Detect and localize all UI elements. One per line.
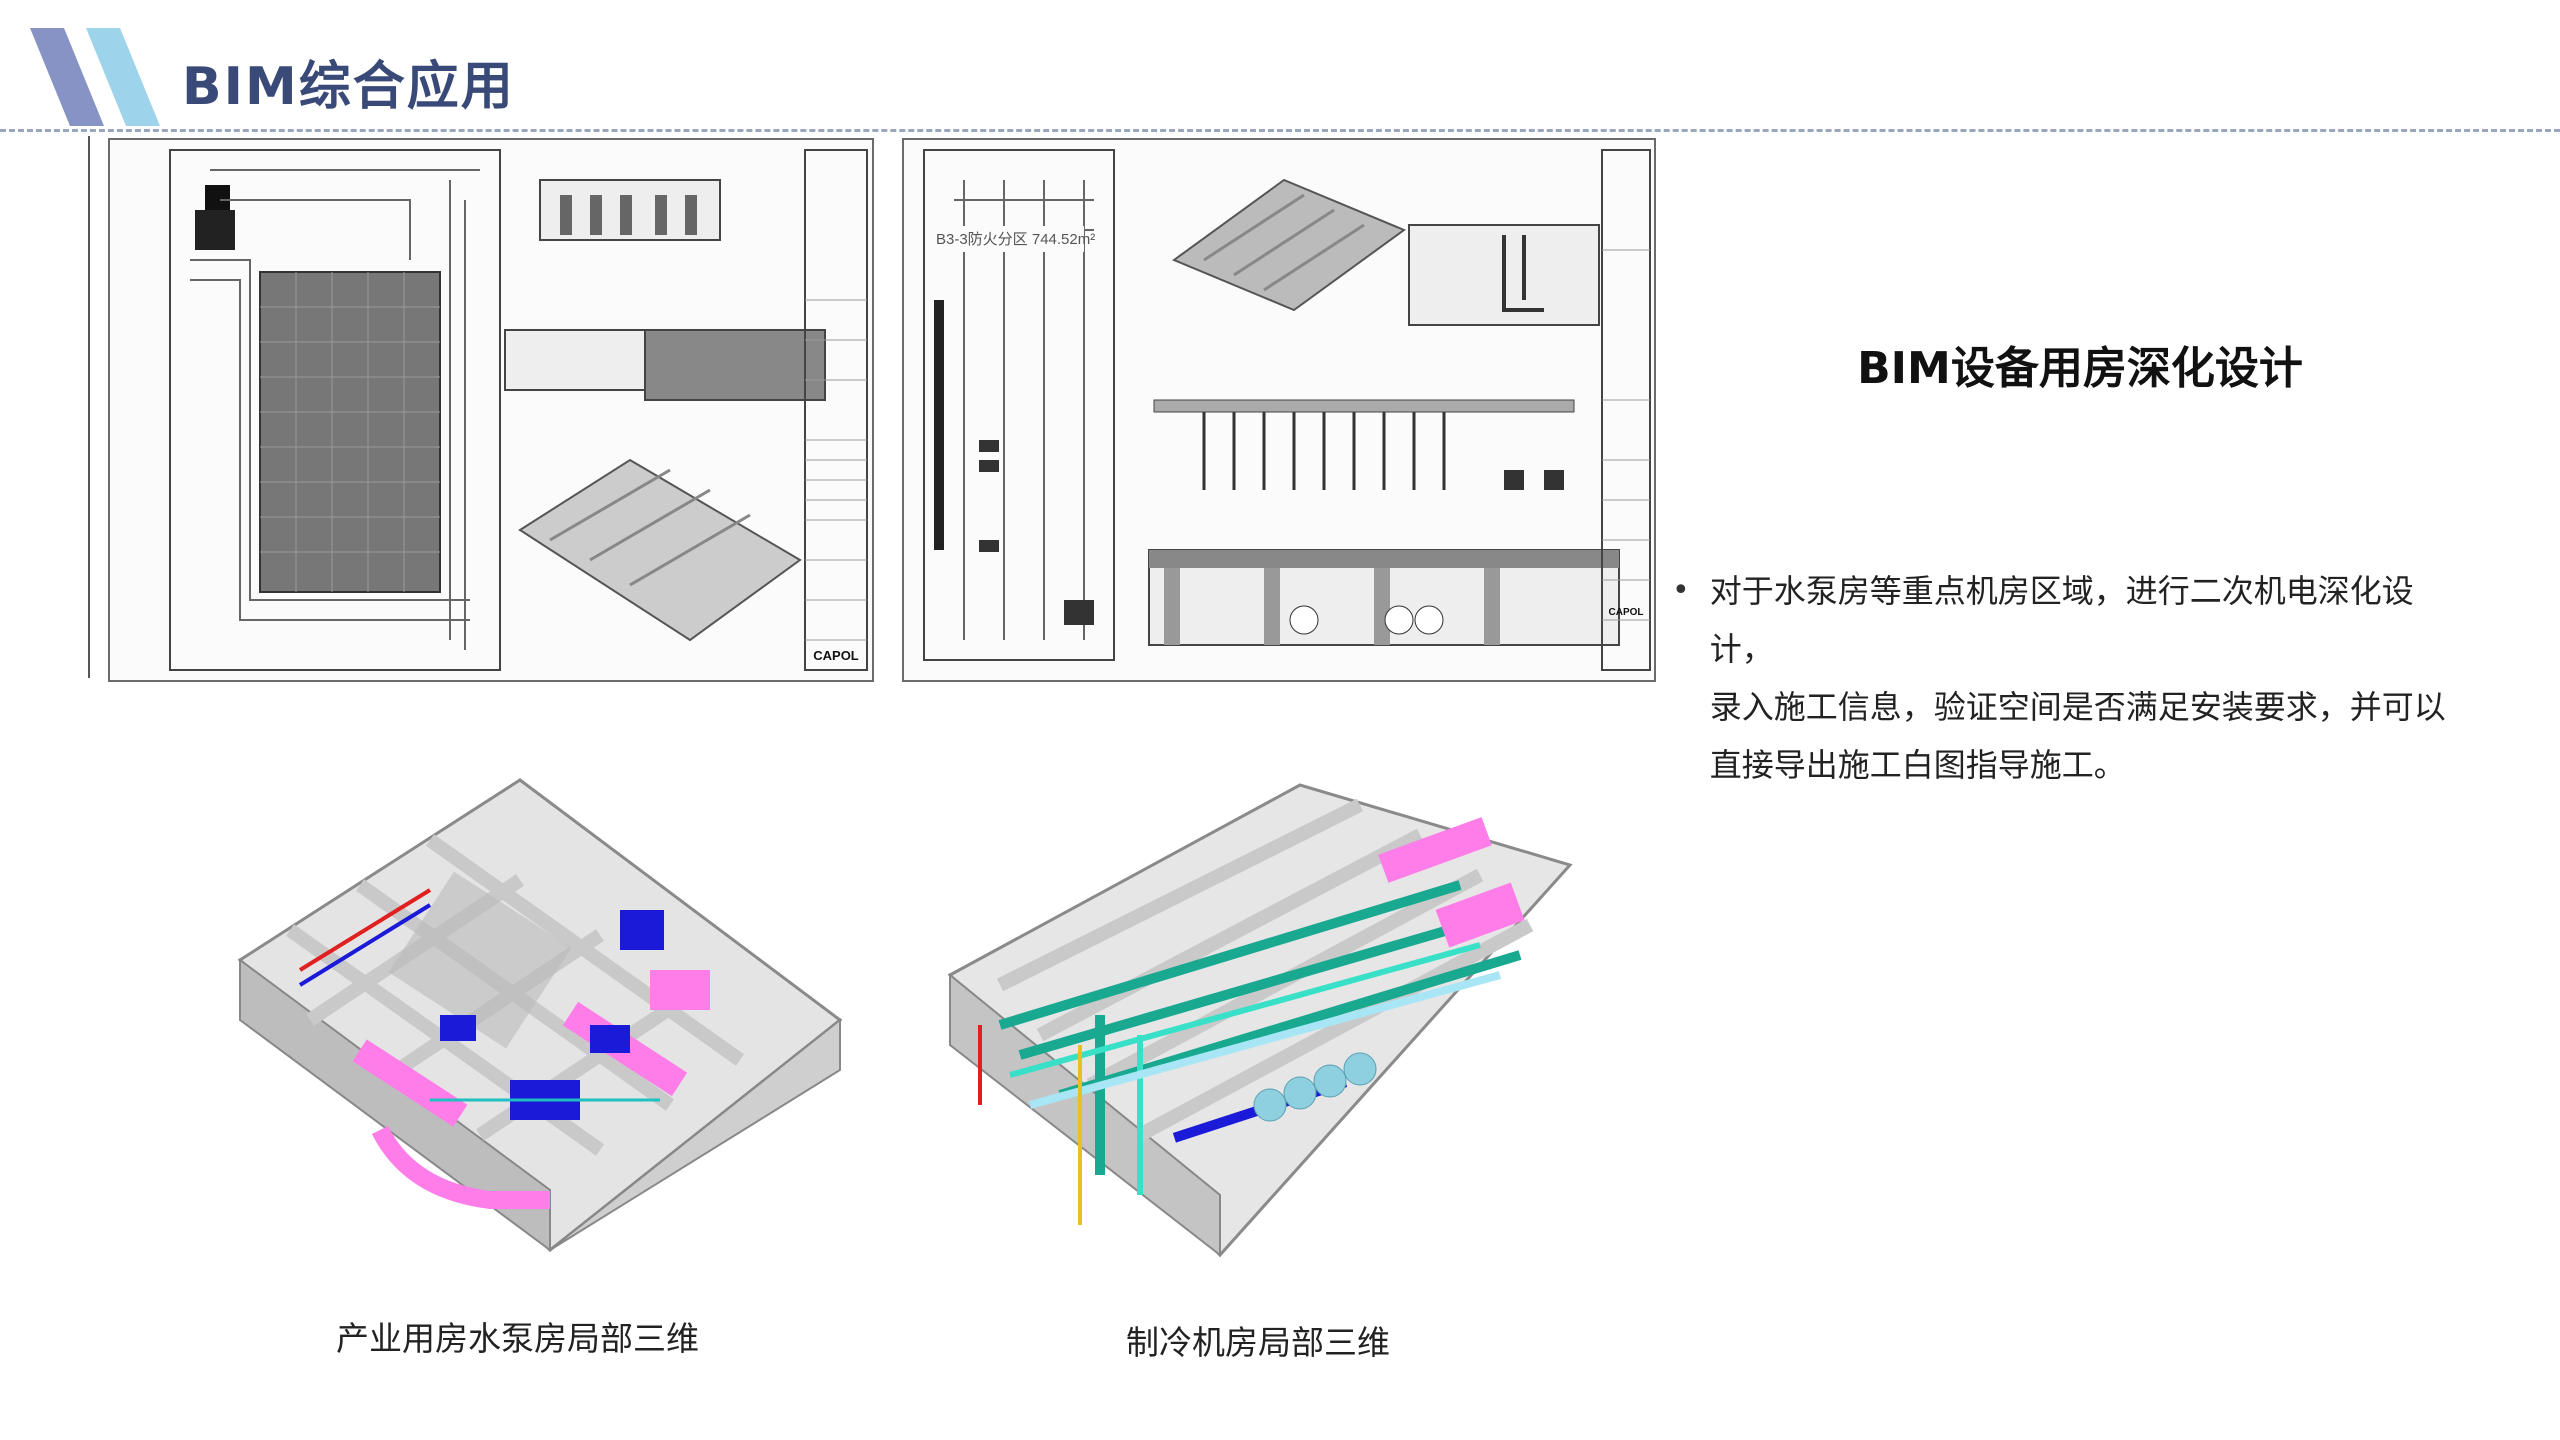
slide-title: BIM综合应用 [182,57,515,117]
description-list: • 对于水泵房等重点机房区域，进行二次机电深化设计， 录入施工信息，验证空间是否… [1672,562,2472,794]
margin-line [88,136,90,678]
drawing-sheet-chiller-room: B3-3防火分区 744.52m² CAPOL [902,138,1656,682]
pump-room-caption: 产业用房水泵房局部三维 [336,1319,699,1358]
description-line: 对于水泵房等重点机房区域，进行二次机电深化设计， [1709,572,2414,668]
header-divider [0,129,2560,132]
stamp-label: CAPOL [1609,607,1644,618]
bullet-marker: • [1672,573,1690,608]
zone-label: B3-3防火分区 744.52m² [936,231,1095,248]
chiller-room-3d-render [947,783,1573,1258]
section-heading: BIM设备用房深化设计 [1857,343,2303,394]
description-line: 直接导出施工白图指导施工。 [1709,746,2126,784]
chiller-room-caption: 制冷机房局部三维 [1126,1323,1390,1362]
drawing-sheet-pump-room: CAPOL [108,138,874,682]
logo-mark [30,28,160,126]
bullet-item: • 对于水泵房等重点机房区域，进行二次机电深化设计， 录入施工信息，验证空间是否… [1672,562,2472,794]
stamp-label: CAPOL [813,648,859,663]
pump-room-3d-render [237,778,843,1252]
description-line: 录入施工信息，验证空间是否满足安装要求，并可以 [1709,688,2446,726]
